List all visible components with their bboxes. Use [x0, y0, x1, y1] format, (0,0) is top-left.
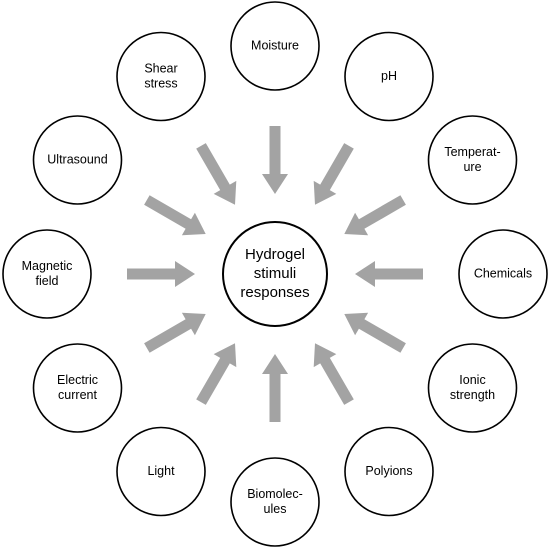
stimulus-node-moisture: Moisture: [230, 1, 320, 91]
stimulus-label: pH: [381, 69, 397, 83]
label-line: stress: [144, 76, 177, 90]
arrow-group: [127, 126, 423, 422]
label-line: pH: [381, 69, 397, 83]
label-line: Electric: [57, 373, 98, 387]
stimulus-node-chemicals: Chemicals: [458, 229, 548, 319]
label-line: current: [58, 388, 97, 402]
stimulus-circle: [230, 457, 320, 547]
stimulus-circle: [116, 426, 206, 517]
stimulus-circle: [344, 426, 434, 517]
label-line: Chemicals: [474, 266, 532, 280]
stimulus-circle: [458, 229, 548, 319]
arrow-chemicals: [355, 261, 423, 287]
label-line: Temperat-: [444, 145, 500, 159]
stimulus-label: Ultrasound: [47, 152, 107, 166]
stimulus-circle: [344, 31, 434, 122]
arrow-electric-current: [144, 312, 206, 353]
stimulus-node-light: Light: [116, 426, 206, 517]
label-line: ules: [264, 502, 287, 516]
stimulus-label: Temperat-ure: [444, 145, 500, 174]
arrow-ionic-strength: [344, 312, 406, 353]
label-line: Shear: [144, 61, 177, 75]
label-line: Ionic: [459, 373, 485, 387]
arrow-shear-stress: [196, 143, 237, 205]
stimulus-circle: [427, 343, 518, 433]
arrow-magnetic-field: [127, 261, 195, 287]
stimulus-circle: [427, 115, 518, 205]
arrow-ph: [313, 143, 354, 205]
stimulus-label: Chemicals: [474, 266, 532, 280]
stimulus-node-ph: pH: [344, 31, 434, 122]
stimulus-circle: [2, 229, 92, 319]
stimulus-node-temperature: Temperat-ure: [427, 115, 518, 205]
label-line: Hydrogel: [245, 246, 305, 263]
arrow-polyions: [313, 343, 354, 405]
label-line: strength: [450, 388, 495, 402]
arrow-biomolecules: [262, 354, 288, 422]
label-line: Biomolec-: [247, 487, 303, 501]
arrow-temperature: [344, 195, 406, 236]
label-line: Light: [147, 464, 175, 478]
label-line: Polyions: [365, 464, 412, 478]
stimulus-label: Light: [147, 464, 175, 478]
stimulus-circle: [32, 343, 123, 433]
stimulus-circle: [32, 115, 123, 205]
center-label: Hydrogel stimuli responses: [240, 246, 309, 301]
stimulus-label: Biomolec-ules: [247, 487, 303, 516]
center-circle: [222, 221, 328, 327]
arrow-light: [196, 343, 237, 405]
label-line: field: [36, 274, 59, 288]
stimulus-circle: [230, 1, 320, 91]
stimulus-node-biomolecules: Biomolec-ules: [230, 457, 320, 547]
label-line: Moisture: [251, 38, 299, 52]
stimulus-node-ultrasound: Ultrasound: [32, 115, 123, 205]
stimulus-node-polyions: Polyions: [344, 426, 434, 517]
stimulus-label: Polyions: [365, 464, 412, 478]
stimulus-label: Moisture: [251, 38, 299, 52]
label-line: stimuli: [254, 265, 297, 282]
label-line: Magnetic: [22, 259, 73, 273]
center-node: Hydrogel stimuli responses: [222, 221, 328, 327]
label-line: responses: [240, 284, 309, 301]
label-line: Ultrasound: [47, 152, 107, 166]
arrow-ultrasound: [144, 195, 206, 236]
stimulus-circle: [116, 31, 206, 122]
arrow-moisture: [262, 126, 288, 194]
label-line: ure: [463, 160, 481, 174]
